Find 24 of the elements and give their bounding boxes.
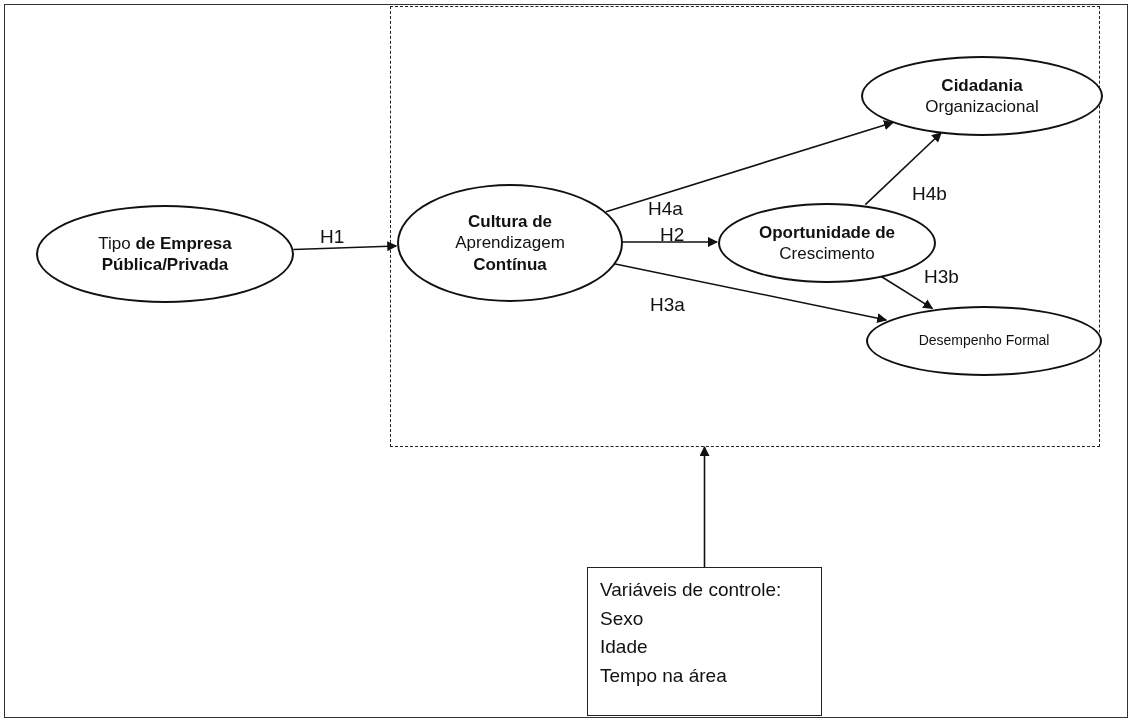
node-label: Oportunidade de Crescimento (758, 221, 896, 265)
node-label: Desempenho Formal (918, 332, 1050, 350)
edge-label: H4b (912, 183, 947, 205)
list-item: Idade (600, 635, 649, 660)
arrow (699, 446, 710, 568)
node-label: Cidadania Organizacional (924, 74, 1040, 118)
list-item: Sexo (600, 606, 645, 631)
text-box (587, 567, 822, 716)
node-label: Cultura de Aprendizagem Contínua (454, 211, 566, 275)
edge-label: H2 (660, 224, 685, 246)
list-item: Tempo na área (600, 664, 728, 689)
arrow (605, 120, 894, 213)
edge-label: H4a (648, 198, 683, 220)
arrow (621, 237, 718, 247)
dashed-group-box (390, 6, 1100, 447)
node-label: Tipo de Empresa Pública/Privada (97, 232, 233, 276)
arrow (613, 262, 888, 324)
arrow (864, 131, 942, 206)
edge-label: H3a (650, 294, 685, 316)
edge-label: H1 (320, 226, 345, 248)
arrow (880, 275, 934, 310)
list-item: Variáveis de controle: (600, 578, 783, 602)
edge-label: H3b (924, 266, 959, 288)
arrow (292, 241, 398, 252)
